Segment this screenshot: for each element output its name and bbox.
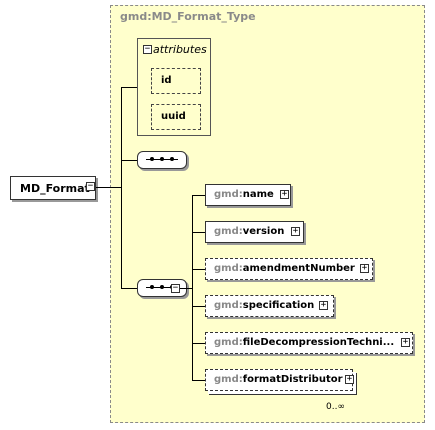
attribute-id[interactable]: id: [151, 68, 201, 94]
attribute-label: uuid: [161, 111, 186, 122]
element-expand-toggle[interactable]: +: [291, 226, 300, 236]
element-specification[interactable]: gmd:specification: [205, 295, 334, 317]
sequence-compositor[interactable]: [137, 151, 187, 169]
connector-line: [192, 343, 205, 344]
connector-line: [96, 187, 121, 188]
element-expand-toggle[interactable]: +: [319, 300, 328, 310]
element-expand-toggle[interactable]: +: [360, 263, 369, 273]
element-namespace: gmd:: [214, 263, 243, 274]
element-format-distributor[interactable]: gmd:formatDistributor: [205, 369, 353, 391]
attribute-label: id: [161, 75, 172, 86]
root-element-label: MD_Format: [20, 182, 90, 195]
element-namespace: gmd:: [214, 189, 243, 200]
complex-type-title: gmd:MD_Format_Type: [120, 10, 256, 23]
element-name[interactable]: gmd:name: [205, 184, 291, 206]
sequence-collapse-toggle[interactable]: −: [171, 283, 180, 293]
connector-line: [121, 87, 122, 289]
connector-line: [192, 232, 205, 233]
element-file-decompression-technique[interactable]: gmd:fileDecompressionTechni...: [205, 332, 413, 354]
element-namespace: gmd:: [214, 337, 243, 348]
element-namespace: gmd:: [214, 374, 243, 385]
connector-line: [192, 380, 205, 381]
element-label: formatDistributor: [242, 374, 343, 385]
connector-line: [192, 269, 205, 270]
connector-line: [192, 195, 193, 381]
root-element-md-format[interactable]: [10, 176, 96, 200]
element-version[interactable]: gmd:version: [205, 221, 304, 243]
connector-line: [121, 160, 137, 161]
connector-line: [180, 288, 192, 289]
element-namespace: gmd:: [214, 226, 243, 237]
connector-line: [192, 195, 205, 196]
element-label: fileDecompressionTechni...: [242, 337, 395, 348]
element-label: name: [242, 189, 274, 200]
attributes-title: attributes: [153, 43, 207, 56]
element-expand-toggle[interactable]: +: [345, 374, 354, 384]
element-label: amendmentNumber: [242, 263, 355, 274]
connector-line: [121, 87, 137, 88]
element-namespace: gmd:: [214, 300, 243, 311]
connector-line: [192, 306, 205, 307]
element-label: specification: [242, 300, 315, 311]
element-expand-toggle[interactable]: +: [280, 189, 289, 199]
element-expand-toggle[interactable]: +: [401, 337, 410, 347]
cardinality-label: 0..∞: [326, 402, 345, 412]
attributes-collapse-toggle[interactable]: −: [143, 44, 152, 54]
element-label: version: [242, 226, 285, 237]
root-collapse-toggle[interactable]: −: [86, 181, 95, 191]
element-amendment-number[interactable]: gmd:amendmentNumber: [205, 258, 373, 280]
connector-line: [121, 288, 137, 289]
attribute-uuid[interactable]: uuid: [151, 104, 201, 130]
